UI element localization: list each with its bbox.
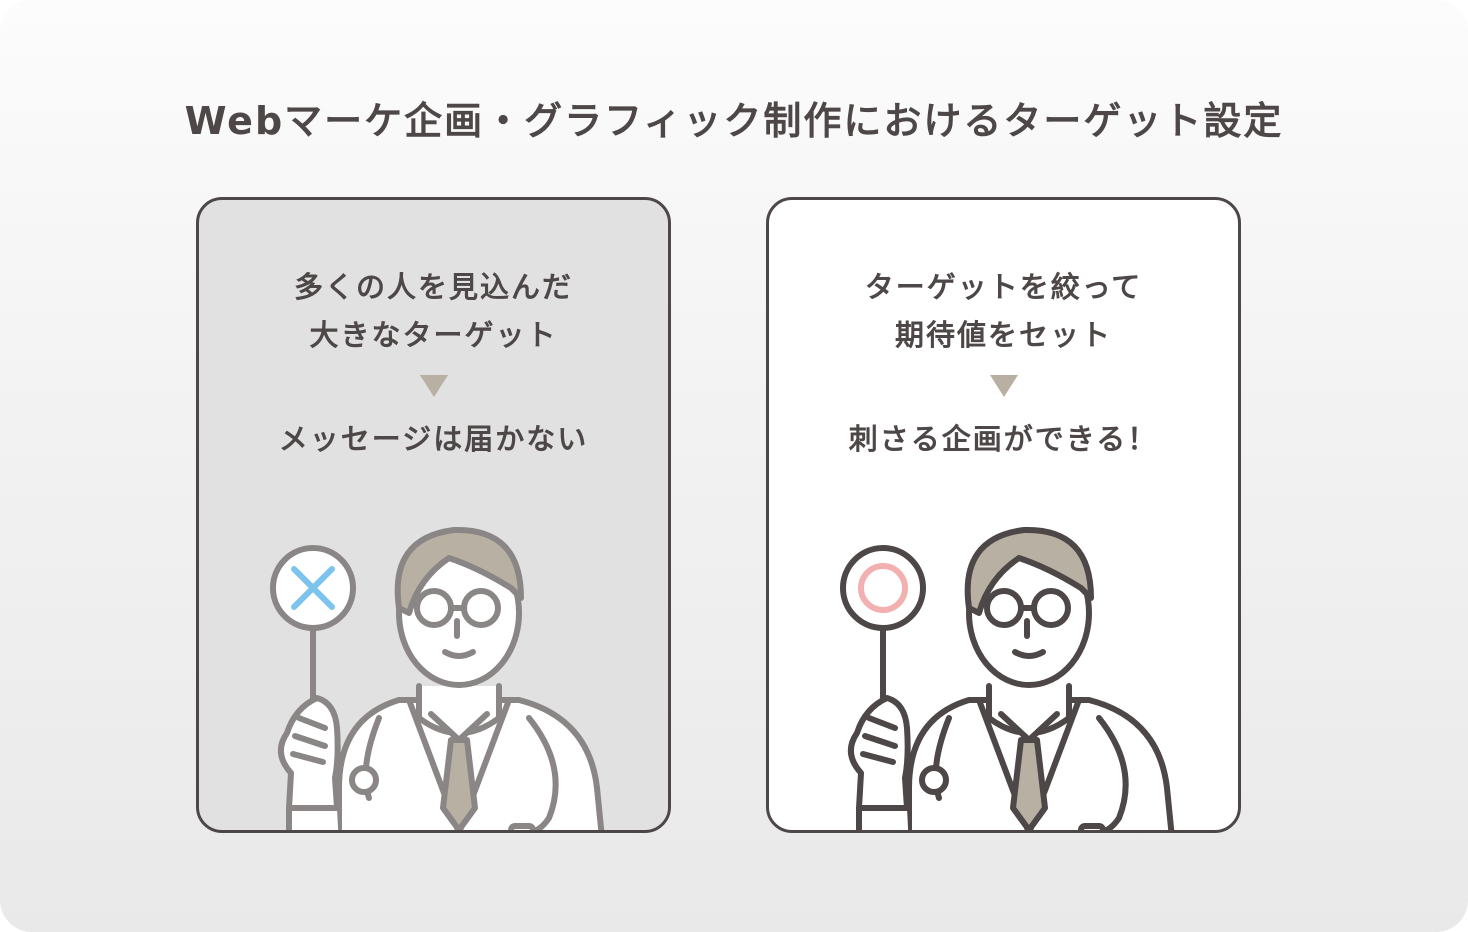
heading-line-1: 多くの人を見込んだ (293, 270, 573, 304)
doctor-illustration (270, 526, 605, 830)
panel-broad-target: 多くの人を見込んだ 大きなターゲット メッセージは届かない (196, 197, 671, 833)
heading-line-2: 期待値をセット (894, 318, 1112, 352)
circle-mark-icon (858, 563, 908, 613)
hand (848, 695, 911, 830)
cross-mark-icon (291, 566, 335, 610)
doctor-body (906, 683, 1175, 830)
doctor-illustration (840, 526, 1175, 830)
paddle-sign (840, 545, 926, 706)
doctor-head (964, 526, 1094, 688)
panel-result: メッセージは届かない (278, 422, 589, 456)
panel-result: 刺さる企画ができる！ (848, 422, 1159, 456)
panel-heading: 多くの人を見込んだ 大きなターゲット (199, 263, 668, 359)
paddle-sign (270, 545, 356, 706)
doctor-head (394, 526, 524, 688)
panel-focused-target: ターゲットを絞って 期待値をセット 刺さる企画ができる！ (766, 197, 1241, 833)
down-arrow-icon (989, 375, 1018, 397)
panel-heading: ターゲットを絞って 期待値をセット (769, 263, 1238, 359)
heading-line-2: 大きなターゲット (309, 318, 558, 352)
doctor-body (336, 683, 605, 830)
hand (278, 695, 341, 830)
heading-line-1: ターゲットを絞って (864, 270, 1143, 304)
down-arrow-icon (419, 375, 448, 397)
page-title: Webマーケ企画・グラフィック制作におけるターゲット設定 (184, 99, 1284, 143)
